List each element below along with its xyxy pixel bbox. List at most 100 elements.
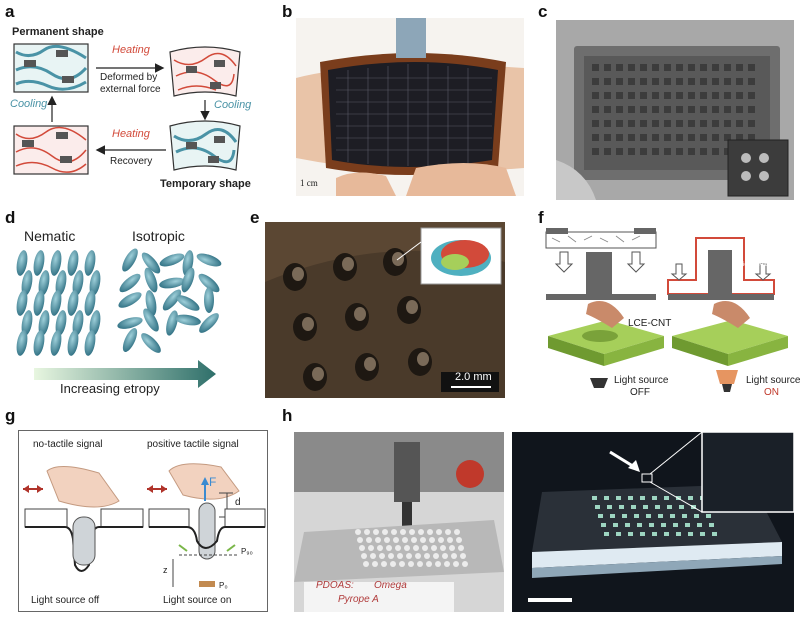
lit-cell [706,514,711,518]
isotropic-mesogen [144,267,158,293]
isotropic-mesogen [181,267,195,293]
lit-cell [652,496,657,500]
pin [451,553,457,559]
lit-cell [652,532,657,536]
lit-cell [649,523,654,527]
sensor-cell [736,92,743,99]
lit-cell [712,532,717,536]
sensor-cell [688,148,695,155]
pin [390,561,396,567]
sensor-cell [712,92,719,99]
panel-g: no-tactile signal positive tactile signa… [18,430,268,612]
heating-bottom-label: Heating [112,128,150,140]
isotropic-mesogen [198,273,220,293]
sensor-cell [640,148,647,155]
sensor-cell [712,120,719,127]
pin [361,553,367,559]
nematic-mesogen [89,310,101,336]
isotropic-mesogen [196,253,222,267]
sensor-cell [616,64,623,71]
lit-cell [658,514,663,518]
sensor-cell [640,120,647,127]
sensor-cell [652,120,659,127]
lit-cell [655,505,660,509]
sensor-cell [628,120,635,127]
pin [433,553,439,559]
panel-b-scale-label: 1 cm [300,178,318,188]
pin [391,529,397,535]
lce-cnt-diagram [545,228,788,392]
lit-cell [679,505,684,509]
sensor-cell [748,64,755,71]
nematic-mesogen [67,250,79,276]
micro-bump [303,363,327,391]
pin [427,529,433,535]
nematic-mesogen [38,310,50,336]
sensor-cell [724,120,731,127]
sensor-cell [664,78,671,85]
lit-cell [604,532,609,536]
lit-cell [607,505,612,509]
entropy-arrow [34,360,216,388]
sensor-cell [592,92,599,99]
sensor-cell [604,78,611,85]
sensor-cell [664,92,671,99]
sensor-cell [712,106,719,113]
lit-cell [664,532,669,536]
pin [408,561,414,567]
pin [422,545,428,551]
isotropic-mesogen [204,287,214,313]
pin [417,561,423,567]
pin [384,537,390,543]
micro-bump [283,263,307,291]
micro-bump [408,348,432,376]
nematic-mesogen [16,290,28,316]
positive-tactile-signal-label: positive tactile signal [147,439,239,450]
isotropic-mesogen [175,314,201,326]
temporary-shape-label: Temporary shape [160,178,251,190]
lit-cell [685,523,690,527]
panel-label-c: c [538,2,548,21]
sensor-cell [724,64,731,71]
sensor-cell [628,78,635,85]
sensor-cell [592,106,599,113]
lit-cell [604,496,609,500]
sensor-cell [616,78,623,85]
handwritten-note-1: PDOAS: [316,580,354,591]
recovery-label: Recovery [110,156,153,167]
sensor-cell [712,148,719,155]
sensor-cell [688,120,695,127]
micro-bump [355,353,379,381]
rigid-skeleton-label: Rigid skeleton [734,262,772,268]
light-on-label-1: Light source [746,375,800,386]
pin [372,561,378,567]
sensor-cell [676,78,683,85]
pin [415,553,421,559]
lit-cell [682,514,687,518]
micro-bump-image [265,222,505,398]
sensor-cell [712,134,719,141]
pin [458,545,464,551]
sensor-cell [616,106,623,113]
sensor-cell [604,106,611,113]
isotropic-mesogen [117,317,143,329]
sensor-cell [736,78,743,85]
pin [363,561,369,567]
lit-cell [625,523,630,527]
sensor-cell [736,134,743,141]
panel-label-a: a [5,2,15,21]
sensor-cell [736,120,743,127]
lit-cell [667,505,672,509]
lit-cell [628,532,633,536]
sensor-cell [640,64,647,71]
sensor-cell [748,92,755,99]
isotropic-mesogens [117,248,222,353]
pin [460,553,466,559]
nematic-mesogen [67,290,79,316]
illuminated-array-image [512,432,794,612]
force-label: F [209,475,217,489]
lit-cell [709,523,714,527]
sensor-cell [676,64,683,71]
p0-label: P₀ [219,581,228,590]
lit-cell [640,496,645,500]
